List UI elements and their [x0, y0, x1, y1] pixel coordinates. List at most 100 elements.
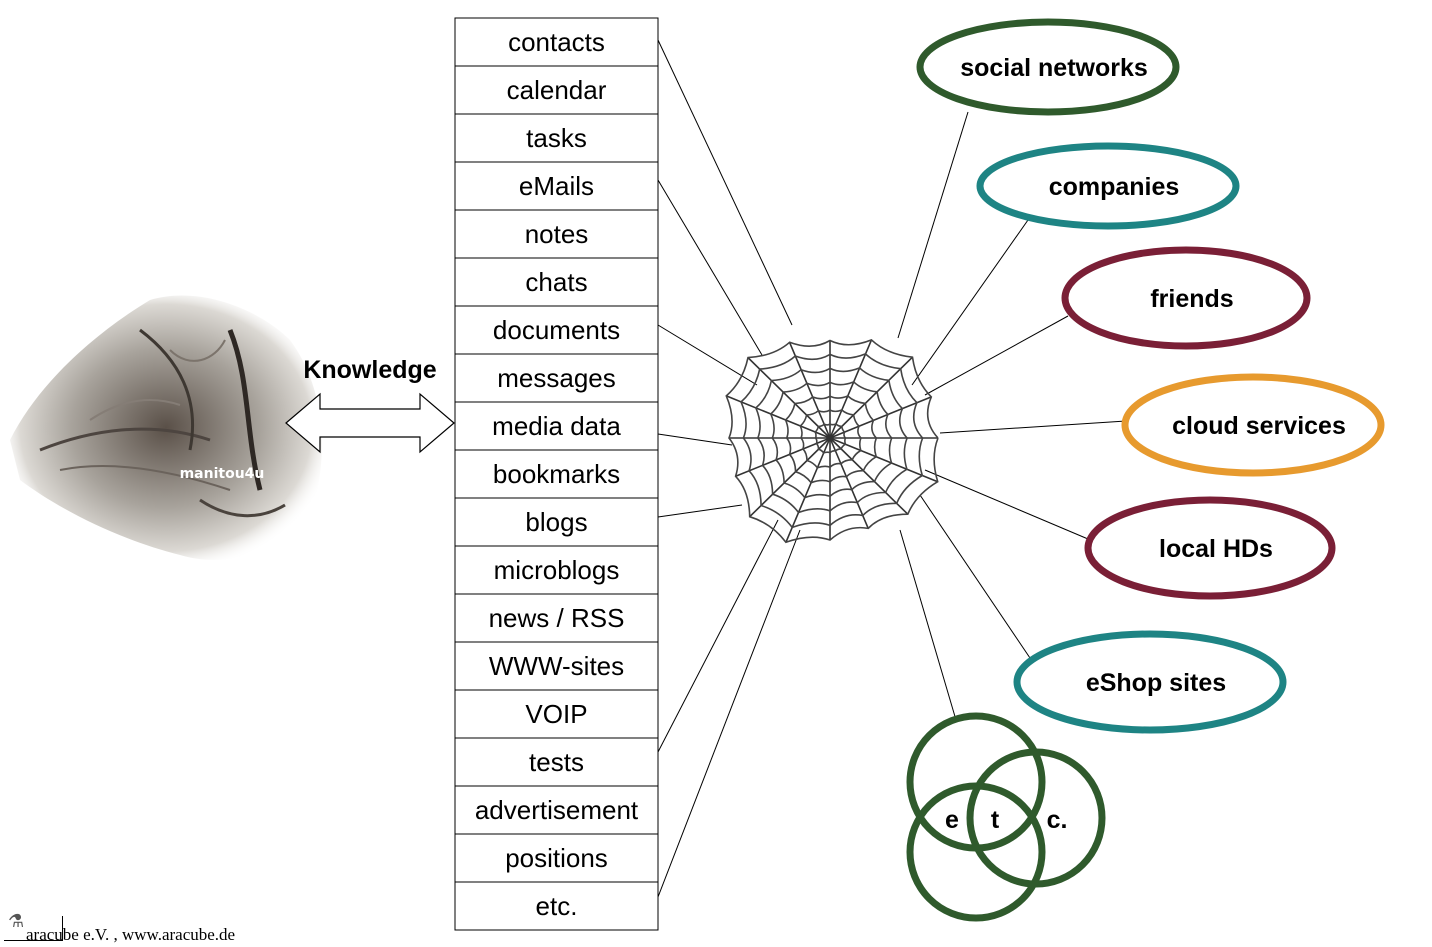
category-connector: [657, 504, 743, 518]
target-ellipse: [1061, 246, 1311, 350]
target-cloud-services: cloud services: [1121, 373, 1385, 477]
category-label: contacts: [508, 27, 605, 57]
category-label: notes: [525, 219, 589, 249]
category-box: [454, 353, 659, 403]
source-badge: manitou4u: [180, 466, 265, 482]
target-social-networks: social networks: [916, 18, 1180, 116]
category-box: [454, 545, 659, 595]
target-connector: [924, 315, 1069, 396]
driftwood-image: [10, 295, 322, 560]
spider-web-icon: [725, 338, 939, 544]
etc-letter: c.: [1047, 806, 1068, 834]
target-ellipse: [1084, 496, 1336, 600]
category-label: calendar: [507, 75, 607, 105]
category-label: messages: [497, 363, 616, 393]
category-label: microblogs: [494, 555, 620, 585]
target-local-hds: local HDs: [1084, 496, 1336, 600]
category-box: [454, 737, 659, 787]
category-box: [454, 881, 659, 931]
web-spoke: [749, 437, 831, 518]
footer: ⚗ aracube e.V. , www.aracube.de: [4, 911, 304, 946]
target-ellipse: [1121, 373, 1385, 477]
web-spoke: [829, 356, 914, 439]
category-box: [454, 689, 659, 739]
category-item-bookmarks: bookmarks: [454, 449, 659, 499]
target-friends: friends: [1061, 246, 1311, 350]
category-list: contacts calendar tasks eMails notes chats doc…: [454, 17, 659, 931]
category-item-tasks: tasks: [454, 113, 659, 163]
category-label: news / RSS: [489, 603, 625, 633]
category-label: advertisement: [475, 795, 639, 825]
web-ring: [784, 395, 878, 484]
category-item-positions: positions: [454, 833, 659, 883]
web-spoke: [829, 437, 939, 483]
target-ellipse: [976, 142, 1240, 230]
category-box: [454, 257, 659, 307]
category-label: blogs: [525, 507, 587, 537]
category-label: VOIP: [525, 699, 587, 729]
category-connector: [657, 324, 758, 386]
category-connector: [657, 39, 793, 326]
target-companies: companies: [976, 142, 1240, 230]
target-label: local HDs: [1159, 535, 1273, 563]
etc-letter: t: [991, 806, 1000, 834]
target-label: companies: [1049, 173, 1180, 201]
etc-circle: [906, 712, 1046, 852]
etc-circle: [906, 782, 1046, 922]
category-item-etc: etc.: [454, 881, 659, 931]
category-item-calendar: calendar: [454, 65, 659, 115]
target-connector: [897, 111, 969, 339]
category-box: [454, 209, 659, 259]
target-connector: [924, 469, 1089, 540]
target-label: social networks: [960, 54, 1148, 82]
etc-letter: e: [945, 806, 959, 834]
category-box: [454, 401, 659, 451]
category-label: WWW-sites: [489, 651, 624, 681]
target-label: cloud services: [1172, 412, 1346, 440]
category-item-voip: VOIP: [454, 689, 659, 739]
target-connector: [911, 219, 1029, 386]
target-ellipse: [916, 18, 1180, 116]
category-box: [454, 17, 659, 67]
target-label: friends: [1150, 285, 1233, 313]
category-item-emails: eMails: [454, 161, 659, 211]
footer-text: aracube e.V. , www.aracube.de: [26, 925, 236, 944]
category-box: [454, 305, 659, 355]
category-item-messages: messages: [454, 353, 659, 403]
category-label: tests: [529, 747, 584, 777]
category-label: bookmarks: [493, 459, 620, 489]
category-item-notes: notes: [454, 209, 659, 259]
target-connector: [939, 420, 1127, 434]
category-item-blogs: blogs: [454, 497, 659, 547]
web-ring: [769, 380, 893, 499]
knowledge-label: Knowledge: [303, 356, 436, 384]
category-connector: [657, 529, 801, 898]
category-item-media-data: media data: [454, 401, 659, 451]
category-label: positions: [505, 843, 608, 873]
web-ring: [740, 352, 924, 529]
web-spoke: [829, 437, 869, 529]
category-label: eMails: [519, 171, 594, 201]
target-connector: [919, 494, 1031, 659]
connector-lines: [657, 39, 1127, 898]
target-ellipse: [1013, 630, 1287, 734]
web-spoke: [788, 342, 831, 439]
category-box: [454, 113, 659, 163]
web-spoke: [829, 396, 932, 439]
category-item-chats: chats: [454, 257, 659, 307]
category-item-documents: documents: [454, 305, 659, 355]
etc-circles: e t c.: [906, 712, 1106, 922]
category-item-advertisement: advertisement: [454, 785, 659, 835]
category-box: [454, 497, 659, 547]
category-label: chats: [525, 267, 587, 297]
aracube-logo-icon: ⚗: [4, 911, 63, 941]
web-ring: [754, 366, 908, 514]
double-arrow-icon: [285, 392, 455, 454]
category-connector: [657, 433, 733, 446]
web-spoke: [785, 437, 831, 543]
category-label: media data: [492, 411, 621, 441]
web-ring: [799, 409, 862, 469]
category-item-tests: tests: [454, 737, 659, 787]
category-box: [454, 449, 659, 499]
category-item-news-rss: news / RSS: [454, 593, 659, 643]
